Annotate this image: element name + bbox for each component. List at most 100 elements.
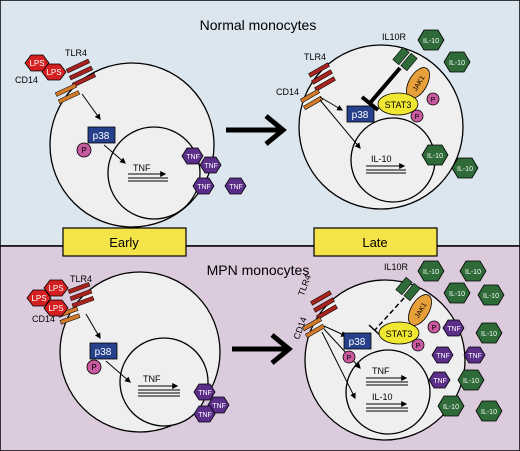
tnf-gene-label: TNF	[143, 374, 161, 384]
svg-text:IL-10: IL-10	[443, 404, 459, 411]
svg-text:p38: p38	[95, 347, 112, 358]
jak1-oval: JAK1	[408, 294, 432, 326]
phospho-circle: P	[342, 350, 356, 364]
svg-text:p38: p38	[349, 337, 366, 348]
svg-text:IL-10: IL-10	[481, 331, 497, 338]
svg-text:IL-10: IL-10	[449, 60, 465, 67]
il10-hex: IL-10	[475, 400, 503, 422]
tlr4-receptor	[310, 290, 338, 320]
cell-mpn-late: TLR4 CD14 p38 P IL10R JAK1	[291, 260, 505, 441]
svg-text:TNF: TNF	[212, 403, 226, 410]
il10r-receptor	[392, 46, 418, 72]
svg-text:P: P	[91, 363, 96, 372]
svg-text:TNF: TNF	[447, 326, 461, 333]
svg-text:IL-10: IL-10	[481, 409, 497, 416]
tnf-hex: TNF	[181, 147, 204, 165]
lps-hex: LPS	[41, 63, 67, 81]
svg-text:P: P	[347, 355, 352, 362]
svg-text:IL-10: IL-10	[427, 153, 443, 160]
bottom-panel-title: MPN monocytes	[207, 262, 310, 278]
phospho-circle: P	[410, 109, 424, 123]
cell-normal-late: TLR4 CD14 p38 IL10R JAK1 STAT3	[276, 29, 479, 210]
svg-text:TNF: TNF	[436, 353, 450, 360]
svg-text:TNF: TNF	[229, 184, 243, 191]
il10-gene-label: IL-10	[371, 154, 392, 164]
svg-text:IL-10: IL-10	[423, 269, 439, 276]
tnf-gene-label: TNF	[133, 163, 151, 173]
tnf-hex: TNF	[442, 319, 465, 337]
tnf-hex: TNF	[224, 177, 247, 195]
tlr4-receptor	[308, 62, 336, 92]
svg-text:P: P	[415, 114, 420, 121]
svg-text:p38: p38	[93, 131, 110, 142]
lps-hex: LPS	[43, 299, 69, 317]
p38-box: p38	[343, 332, 372, 350]
phospho-circle: P	[76, 142, 92, 158]
svg-text:TNF: TNF	[433, 378, 447, 385]
il10-hex: IL-10	[443, 51, 471, 73]
cd14-receptor	[54, 83, 81, 104]
svg-text:TNF: TNF	[468, 353, 482, 360]
lps-hex: LPS	[43, 279, 69, 297]
il10-hex: IL-10	[457, 369, 485, 391]
phospho-circle: P	[86, 359, 102, 375]
svg-text:IL-10: IL-10	[483, 293, 499, 300]
stat3-oval: STAT3	[378, 321, 420, 345]
il10r-receptor	[395, 276, 421, 302]
lps-hex: LPS	[26, 289, 52, 307]
cd14-label: CD14	[15, 75, 38, 85]
lps-hex: LPS	[24, 54, 50, 72]
tnf-hex: TNF	[431, 346, 454, 364]
p38-box: p38	[346, 105, 375, 123]
cd14-receptor	[299, 88, 324, 111]
il10-hex: IL-10	[443, 282, 471, 304]
transition-arrow-bottom	[232, 333, 293, 365]
svg-text:TNF: TNF	[204, 163, 218, 170]
svg-text:LPS: LPS	[48, 284, 63, 293]
il10-hex: IL-10	[417, 260, 445, 282]
il10-gene-label: IL-10	[372, 392, 393, 402]
il10-hex: IL-10	[437, 395, 465, 417]
svg-text:TNF: TNF	[198, 390, 212, 397]
tlr4-receptor	[65, 58, 97, 88]
tnf-hex: TNF	[192, 177, 215, 195]
cd14-label: CD14	[276, 87, 299, 97]
phospho-circle: P	[426, 92, 440, 106]
svg-text:IL-10: IL-10	[423, 38, 439, 45]
svg-text:P: P	[81, 146, 86, 155]
early-phase-label: Early	[62, 227, 187, 257]
p38-box: p38	[89, 342, 118, 360]
svg-text:TNF: TNF	[197, 184, 211, 191]
svg-text:P: P	[416, 343, 421, 350]
stat3-oval: STAT3	[377, 92, 419, 116]
cell-normal-early: TLR4 CD14 LPS LPS p38 P TNF	[15, 48, 247, 228]
svg-text:Late: Late	[362, 235, 387, 250]
tlr4-label: TLR4	[70, 274, 92, 284]
tnf-gene-label: TNF	[372, 366, 390, 376]
il10-hex: IL-10	[421, 144, 449, 166]
top-panel-title: Normal monocytes	[200, 17, 317, 33]
svg-text:TNF: TNF	[186, 154, 200, 161]
phospho-circle: P	[411, 338, 425, 352]
svg-text:p38: p38	[352, 110, 369, 121]
il10-hex: IL-10	[451, 157, 479, 179]
tnf-hex: TNF	[193, 405, 216, 423]
svg-text:LPS: LPS	[31, 294, 46, 303]
svg-text:LPS: LPS	[46, 68, 61, 77]
tnf-hex: TNF	[199, 156, 222, 174]
svg-text:STAT3: STAT3	[386, 329, 413, 339]
svg-text:TNF: TNF	[198, 412, 212, 419]
svg-text:IL-10: IL-10	[463, 378, 479, 385]
late-phase-label: Late	[313, 227, 438, 257]
tlr4-receptor	[67, 282, 95, 308]
tlr4-label: TLR4	[65, 48, 87, 58]
cell-mpn-early: TLR4 CD14 LPS LPS LPS p38 P TNF	[26, 271, 230, 433]
il10-hex: IL-10	[477, 284, 505, 306]
il10-hex: IL-10	[475, 322, 503, 344]
tnf-hex: TNF	[463, 346, 486, 364]
svg-text:Early: Early	[109, 235, 139, 250]
il10-hex: IL-10	[459, 260, 487, 282]
il10r-label: IL10R	[382, 32, 407, 42]
svg-text:P: P	[432, 325, 437, 332]
